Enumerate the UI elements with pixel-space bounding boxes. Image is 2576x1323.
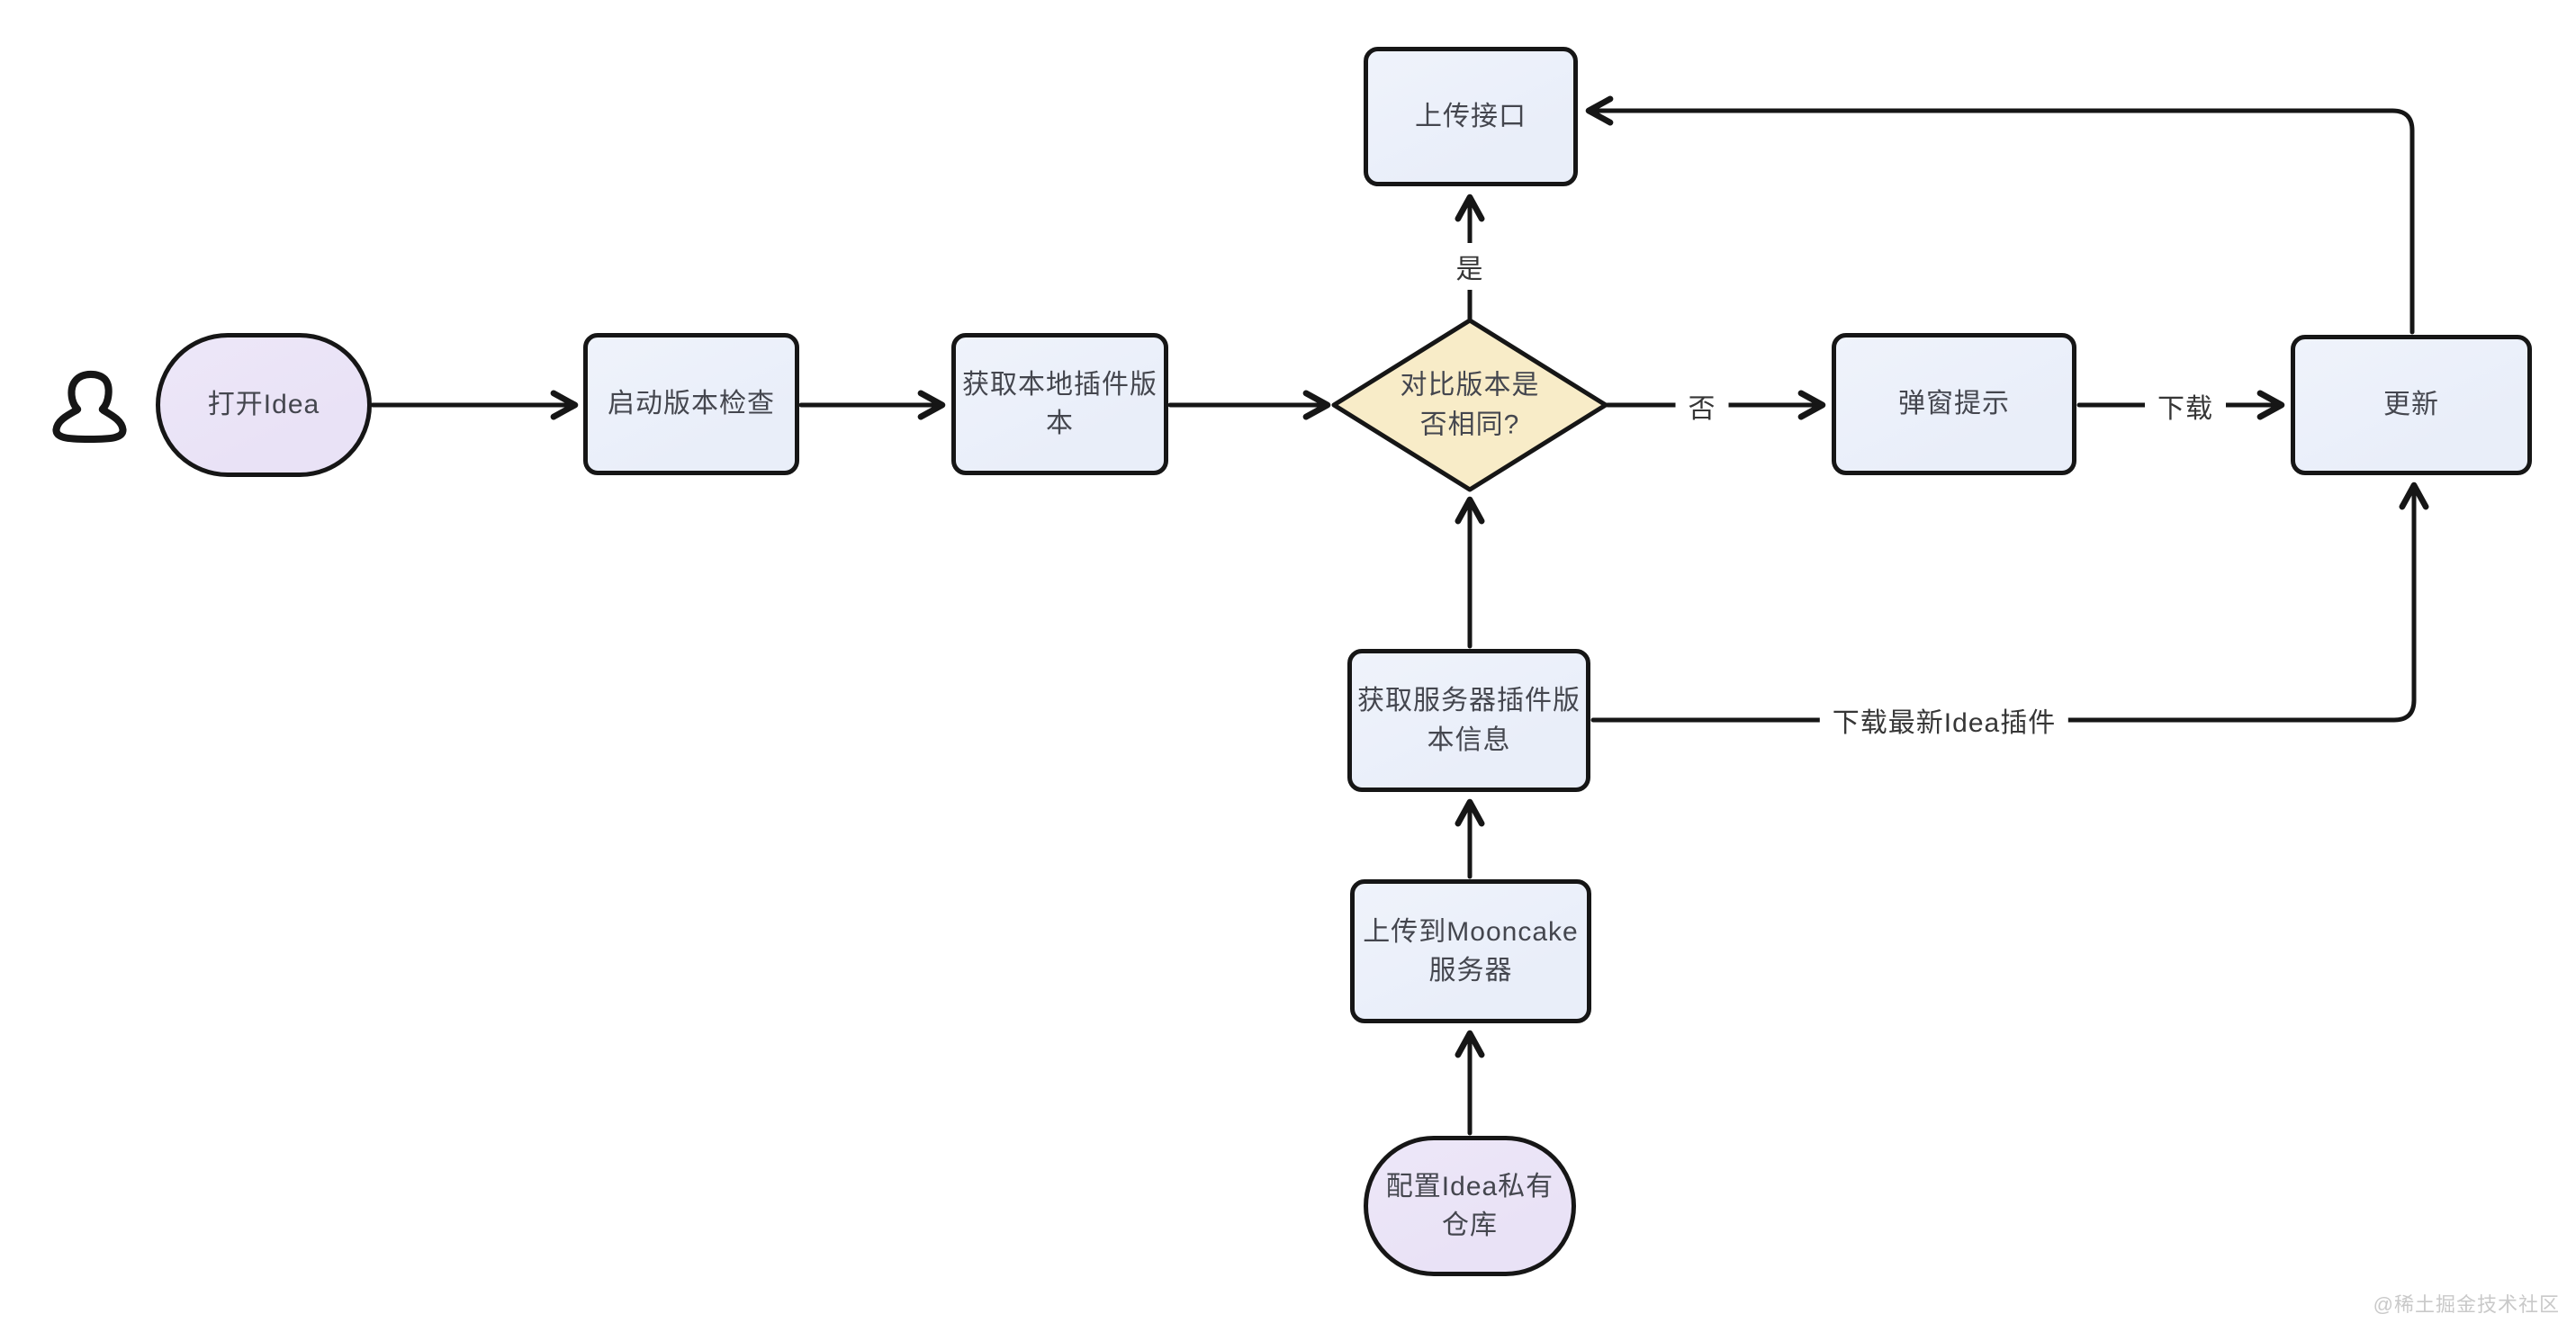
node-get-server-plugin-version-label: 获取服务器插件版 本信息 — [1357, 686, 1581, 755]
edge-get-server-plugin-version-to-update — [1590, 482, 2429, 723]
edge-label-no: 否 — [1675, 382, 1729, 429]
node-upload-to-mooncake: 上传到Mooncake 服务器 — [1350, 879, 1591, 1023]
node-upload-to-mooncake-label: 上传到Mooncake 服务器 — [1363, 916, 1579, 986]
user-icon — [47, 360, 132, 450]
node-upload-api-label: 上传接口 — [1415, 101, 1527, 131]
node-start-version-check: 启动版本检查 — [583, 333, 799, 475]
node-upload-api: 上传接口 — [1364, 47, 1578, 186]
node-get-local-plugin-version-label: 获取本地插件版 本 — [962, 369, 1157, 439]
node-open-idea: 打开Idea — [156, 333, 372, 477]
edge-label-download: 下载 — [2145, 382, 2226, 429]
node-get-local-plugin-version: 获取本地插件版 本 — [951, 333, 1168, 475]
node-update: 更新 — [2291, 335, 2532, 475]
node-get-server-plugin-version: 获取服务器插件版 本信息 — [1347, 649, 1590, 792]
edge-update-to-upload-api — [1585, 95, 2415, 335]
decision-diamond-shape — [1331, 318, 1608, 492]
node-start-version-check-label: 启动版本检查 — [608, 389, 775, 419]
node-update-label: 更新 — [2383, 390, 2439, 420]
node-open-idea-label: 打开Idea — [207, 390, 320, 420]
node-configure-idea-repo-label: 配置Idea私有 仓库 — [1385, 1171, 1554, 1241]
watermark: @稀土掘金技术社区 — [2373, 1293, 2560, 1316]
node-configure-idea-repo: 配置Idea私有 仓库 — [1364, 1136, 1576, 1276]
node-popup-prompt-label: 弹窗提示 — [1898, 389, 2010, 419]
node-compare-version-label: 对比版本是 否相同? — [1400, 370, 1540, 440]
edge-label-download-latest-plugin: 下载最新Idea插件 — [1819, 697, 2069, 743]
node-popup-prompt: 弹窗提示 — [1832, 333, 2076, 475]
edge-label-yes: 是 — [1443, 243, 1497, 290]
